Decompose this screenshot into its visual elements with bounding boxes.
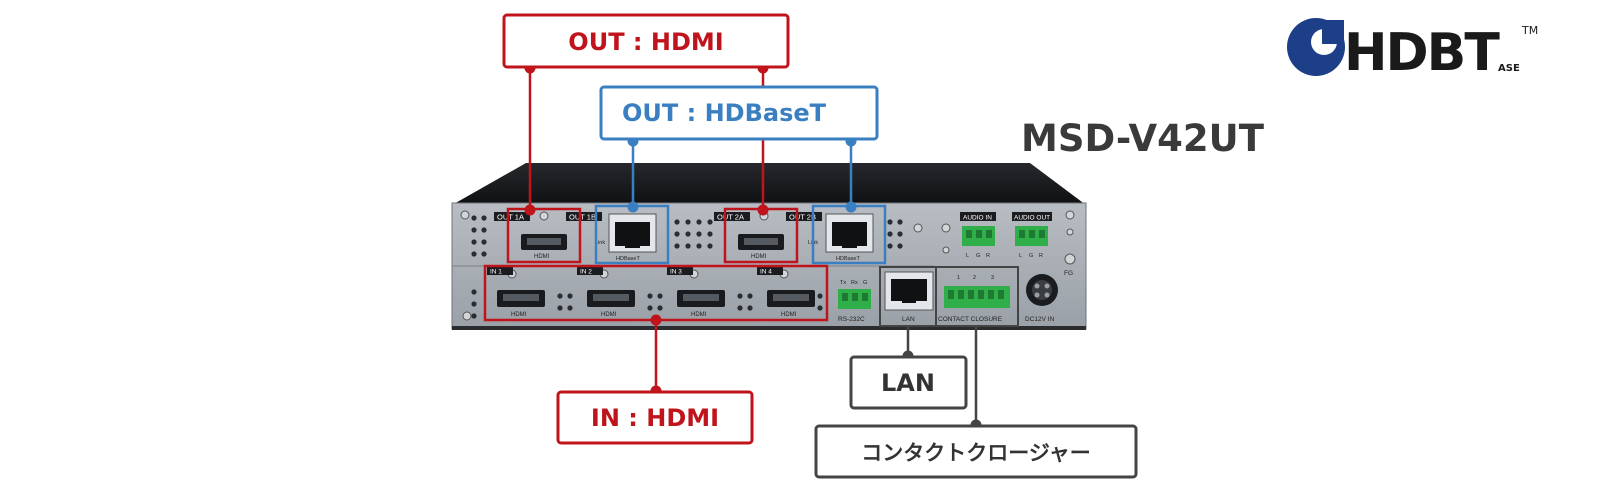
hdbaset-label-1: HDBaseT bbox=[616, 256, 640, 262]
callout-contact-closure-label: コンタクトクロージャー bbox=[861, 441, 1091, 465]
callout-lan: LAN bbox=[849, 355, 968, 410]
cc-1: 1 bbox=[957, 275, 960, 281]
audio-out-l: L bbox=[1019, 253, 1022, 259]
chassis-bottom bbox=[452, 326, 1086, 330]
rs232c-rx: Rx bbox=[851, 280, 858, 286]
dc-power-jack: DC12V IN FG bbox=[1025, 270, 1073, 323]
hdbaset-label-2: HDBaseT bbox=[836, 256, 860, 262]
audio-in-g: G bbox=[976, 253, 980, 259]
cc-3: 3 bbox=[991, 275, 994, 281]
lan-port: LAN bbox=[884, 271, 934, 323]
device-rear-panel: OUT 1A OUT 1B OUT 2A OUT 2B HDMI HDMI HD… bbox=[451, 163, 1087, 330]
out-2b-tag: OUT 2B bbox=[789, 213, 816, 222]
hdmi-in-ports: HDMI HDMI HDMI HDMI bbox=[497, 290, 815, 318]
callout-out-hdbaset: OUT : HDBaseT bbox=[599, 85, 879, 141]
callout-in-hdmi-label: IN : HDMI bbox=[591, 404, 719, 432]
rs232c-tx: Tx bbox=[840, 280, 846, 286]
callout-out-hdbaset-label: OUT : HDBaseT bbox=[622, 99, 827, 127]
callout-in-hdmi: IN : HDMI bbox=[556, 390, 754, 445]
rs232c-g: G bbox=[863, 280, 867, 286]
hdbaset-out-ports: HDBaseT Link HDBaseT Link bbox=[595, 213, 874, 262]
fg-label: FG bbox=[1064, 270, 1073, 277]
in-3-tag: IN 3 bbox=[670, 269, 682, 276]
hdmi-label-out-2a: HDMI bbox=[751, 254, 767, 260]
hdmi-label-out-1a: HDMI bbox=[534, 254, 550, 260]
in-2-tag: IN 2 bbox=[580, 269, 592, 276]
vent-holes bbox=[471, 215, 903, 319]
rs232c-terminal: Tx Rx G RS-232C bbox=[838, 280, 871, 323]
out-1b-tag: OUT 1B bbox=[569, 213, 596, 222]
audio-out-tag: AUDIO OUT bbox=[1014, 215, 1050, 222]
contact-closure-label: CONTACT CLOSURE bbox=[938, 316, 1003, 323]
in-1-tag: IN 1 bbox=[490, 269, 502, 276]
contact-closure-terminal: 1 2 3 CONTACT CLOSURE bbox=[938, 275, 1010, 323]
hdmi-label-in-3: HDMI bbox=[691, 312, 707, 318]
lan-port-label: LAN bbox=[902, 316, 915, 323]
highlight-out-1a bbox=[506, 207, 582, 264]
rs232c-label: RS-232C bbox=[838, 316, 865, 323]
hdbaset-logo: HDBT ASE TM bbox=[1287, 18, 1538, 83]
out-1a-tag: OUT 1A bbox=[497, 213, 524, 222]
input-port-tags: IN 1 IN 2 IN 3 IN 4 bbox=[487, 267, 783, 276]
hdmi-label-in-1: HDMI bbox=[511, 312, 527, 318]
audio-in-r: R bbox=[986, 253, 990, 259]
callout-out-hdmi-label: OUT : HDMI bbox=[568, 28, 723, 56]
hdbaset-logo-sub: ASE bbox=[1498, 63, 1520, 74]
audio-out-g: G bbox=[1029, 253, 1033, 259]
hdbaset-logo-text: HDBT bbox=[1344, 23, 1500, 83]
dc12v-label: DC12V IN bbox=[1025, 316, 1055, 323]
hdmi-label-in-2: HDMI bbox=[601, 312, 617, 318]
callout-lan-label: LAN bbox=[881, 369, 935, 397]
chassis-top bbox=[452, 163, 1086, 205]
model-title: MSD-V42UT bbox=[1021, 117, 1265, 160]
link-label-1: Link bbox=[595, 240, 605, 246]
hdbaset-logo-tm: TM bbox=[1521, 24, 1538, 37]
hdbaset-logo-icon bbox=[1287, 18, 1345, 76]
out-2a-tag: OUT 2A bbox=[717, 213, 744, 222]
callout-contact-closure: コンタクトクロージャー bbox=[814, 424, 1138, 479]
output-port-tags: OUT 1A OUT 1B OUT 2A OUT 2B bbox=[494, 212, 822, 222]
audio-in-l: L bbox=[966, 253, 969, 259]
in-4-tag: IN 4 bbox=[760, 269, 772, 276]
callout-out-hdmi: OUT : HDMI bbox=[502, 13, 790, 69]
hdmi-out-ports: HDMI HDMI bbox=[521, 234, 784, 260]
audio-out-r: R bbox=[1039, 253, 1043, 259]
audio-in-tag: AUDIO IN bbox=[963, 215, 992, 222]
cc-2: 2 bbox=[973, 275, 976, 281]
hdmi-label-in-4: HDMI bbox=[781, 312, 797, 318]
audio-terminals: AUDIO IN L G R AUDIO OUT L G R bbox=[960, 212, 1052, 259]
